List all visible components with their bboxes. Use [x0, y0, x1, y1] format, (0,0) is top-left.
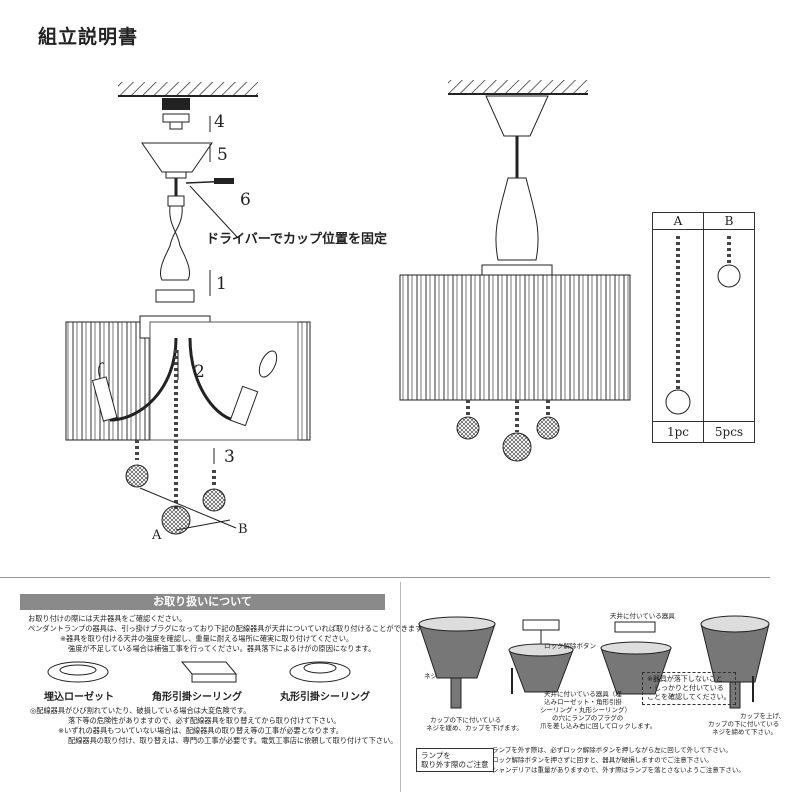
parts-table: A B 1pc 5pcs	[652, 212, 755, 443]
chain-b-part	[717, 236, 741, 288]
assembled-chandelier-diagram	[399, 80, 631, 462]
cup-up-3: ネジを締めて下さい。	[712, 728, 777, 736]
stem-body	[159, 205, 191, 281]
insert-text-2: 込みローゼット・角形引掛	[544, 698, 622, 706]
insert-text-1: 天井に付いている器具（埋	[544, 690, 622, 698]
fixture-square: 角形引掛シーリング	[152, 692, 242, 703]
cup-up-1: カップを上げ、	[740, 712, 786, 720]
step-5-label: 5	[217, 145, 228, 165]
handling-header: お取り扱いについて	[20, 594, 385, 610]
remove-box-line-1: ランプを	[421, 751, 451, 760]
page-title: 組立説明書	[38, 26, 139, 48]
handling-line-3: ※器具を取り付ける天井の強度を確認し、重量に耐える場所に確実に取り付けてください…	[60, 634, 354, 643]
square-ceiling-icon	[180, 661, 238, 675]
caution-line-1: ※器具が落下しないこと	[647, 675, 723, 683]
step-4-label: 4	[214, 112, 225, 132]
parts-col-a: A	[652, 212, 704, 230]
fixture-rosette: 埋込ローゼット	[44, 692, 114, 703]
cup-loosen-2: ネジを緩め、カップを下げます。	[426, 724, 523, 732]
parts-col-b: B	[703, 212, 755, 230]
ceiling-hatch	[118, 82, 258, 96]
chain-a-part	[665, 236, 691, 415]
fixture-round: 丸形引掛シーリング	[280, 692, 370, 703]
lock-button-label: ロック解除ボタン	[544, 642, 596, 650]
caution-box: ※器具が落下しないこと ・しっかりと付いている ことを確認してください。	[642, 672, 736, 705]
insert-text-3: シーリング・丸形シーリング）	[540, 706, 631, 714]
remove-text-2: ロック解除ボタンを押さずに回すと、器具が破損しますのでご注意下さい。	[492, 756, 713, 764]
step-1-label: 1	[216, 274, 227, 294]
remove-caution-box: ランプを 取り外す際のご注意	[416, 748, 494, 772]
chain-b-label: B	[238, 522, 248, 537]
step-2-label: 2	[194, 362, 205, 382]
handling-line-2: ペンダントランプの器具は、引っ掛けプラグになっており下記の配線器具が天井について…	[28, 624, 429, 633]
remove-text-3: シャンデリアは重量がありますので、外す際はランプを落とさないようご注意下さい。	[492, 766, 745, 774]
chain-b-right	[202, 470, 226, 512]
remove-text-1: ランプを外す際は、必ずロック解除ボタンを押しながら左に回して外して下さい。	[492, 746, 732, 754]
warn-line-4: 配線器具の取り付け、取り替えは、専門の工事が必要です。電気工事店に依頼して取り付…	[68, 736, 398, 745]
screwdriver-callout: ドライバーでカップ位置を固定	[206, 232, 387, 247]
ceiling-fixture-label: 天井に付いている器具	[610, 612, 675, 620]
chain-a-label: A	[152, 528, 162, 543]
insert-text-4: の穴にランプのプラグの	[552, 714, 624, 722]
step-6-label: 6	[240, 190, 251, 210]
parts-qty-a: 1pc	[652, 421, 704, 443]
parts-qty-b: 5pcs	[703, 421, 755, 443]
warn-line-2: 落下等の危険性がありますので、必ず配線器具を取り替えてから取り付けて下さい。	[68, 716, 341, 725]
screw-label: ネジ	[424, 672, 437, 680]
exploded-assembly-diagram	[65, 82, 311, 535]
chain-a	[161, 350, 191, 535]
section-divider	[0, 577, 770, 578]
cup-up-2: カップの下に付いている	[708, 720, 780, 728]
cup-loosen-1: カップの下に付いている	[430, 716, 502, 724]
caution-line-3: ことを確認してください。	[647, 693, 731, 701]
warn-line-3: ※いずれの器具もついていない場合は、配線器具の取り替え等の工事が必要となります。	[58, 726, 343, 735]
chain-b-left	[125, 440, 149, 488]
caution-line-2: ・しっかりと付いている	[647, 684, 724, 692]
warn-line-1: ◎配線器具がひび割れていたり、破損している場合は大変危険です。	[30, 706, 251, 715]
screwdriver-part	[214, 178, 234, 184]
fixture-icons	[47, 661, 351, 683]
cup-part	[141, 142, 213, 173]
column-divider	[400, 582, 401, 792]
step-3-label: 3	[224, 447, 235, 467]
handling-line-1: お取り付けの際には天井器具をご確認ください。	[28, 614, 187, 623]
insert-text-5: 爪を差し込み右に回してロックします。	[540, 722, 657, 730]
ceiling-rosette	[162, 98, 190, 110]
handling-line-4: 強度が不足している場合は補強工事を行ってください。器具落下によるけがの原因になり…	[68, 644, 376, 653]
plug-part	[162, 113, 190, 123]
remove-box-line-2: 取り外す際のご注意	[421, 760, 489, 769]
